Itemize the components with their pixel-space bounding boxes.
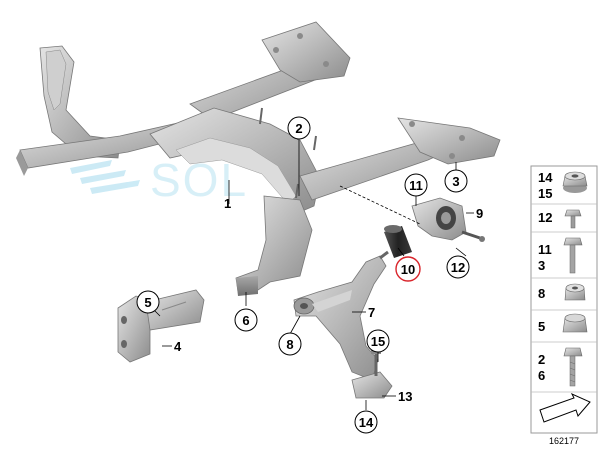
hex-head-bolt-icon xyxy=(562,313,588,333)
legend-row-long-bolt[interactable]: 11 3 xyxy=(538,237,583,274)
callout-9[interactable]: 9 xyxy=(476,206,483,221)
legend-row-threaded-bolt[interactable]: 2 6 xyxy=(538,347,583,387)
callout-3-label: 3 xyxy=(452,174,459,189)
callouts: 1 2 3 5 4 6 7 8 9 10 11 xyxy=(136,116,483,434)
callout-8-label: 8 xyxy=(286,337,293,352)
hex-nut-icon xyxy=(564,283,586,301)
callout-10[interactable]: 10 xyxy=(395,256,421,282)
legend-row-hex-nut[interactable]: 8 xyxy=(538,283,586,301)
legend-row-nut-flanged[interactable]: 14 15 xyxy=(538,170,588,201)
callout-7[interactable]: 7 xyxy=(368,305,375,320)
legend-label-14: 14 xyxy=(538,170,553,185)
legend-label-3: 3 xyxy=(538,258,545,273)
legend-label-15: 15 xyxy=(538,186,552,201)
callout-10-highlight-ring xyxy=(395,256,421,282)
legend-label-6: 6 xyxy=(538,368,545,383)
watermark-text: SOL xyxy=(150,154,248,206)
legend-label-5: 5 xyxy=(538,319,545,334)
callout-12-label: 12 xyxy=(451,260,465,275)
part-7-drawing xyxy=(293,250,389,381)
callout-15-label: 15 xyxy=(371,334,385,349)
callout-11-label: 11 xyxy=(409,178,423,193)
callout-15[interactable]: 15 xyxy=(366,329,390,353)
fastener-legend: 14 15 12 11 3 xyxy=(530,165,598,434)
subframe-drawing xyxy=(16,21,501,296)
legend-label-11: 11 xyxy=(538,242,552,257)
callout-4[interactable]: 4 xyxy=(174,339,182,354)
diagram-id: 162177 xyxy=(549,436,579,446)
legend-label-2: 2 xyxy=(538,352,545,367)
callout-14-label: 14 xyxy=(359,415,374,430)
callout-10-label: 10 xyxy=(401,262,415,277)
legend-row-hex-head[interactable]: 5 xyxy=(538,313,588,334)
long-bolt-icon xyxy=(563,237,583,274)
callout-8[interactable]: 8 xyxy=(278,332,302,356)
callout-1[interactable]: 1 xyxy=(224,196,231,211)
watermark: SOL xyxy=(70,154,248,206)
front-direction-arrow-icon xyxy=(539,392,591,423)
legend-label-12: 12 xyxy=(538,210,552,225)
callout-3[interactable]: 3 xyxy=(444,169,468,193)
flanged-nut-icon xyxy=(562,171,588,193)
short-bolt-icon xyxy=(564,209,582,229)
bushing-bracket-drawing xyxy=(411,197,485,242)
part-4-drawing xyxy=(117,289,205,363)
callout-12[interactable]: 12 xyxy=(446,255,470,279)
part-10-drawing xyxy=(384,225,412,258)
callout-13[interactable]: 13 xyxy=(398,389,412,404)
legend-label-8: 8 xyxy=(538,286,545,301)
callout-14[interactable]: 14 xyxy=(354,410,378,434)
watermark-arrows-icon xyxy=(70,160,140,194)
legend-row-short-bolt[interactable]: 12 xyxy=(538,209,582,229)
callout-5-label: 5 xyxy=(144,295,151,310)
callout-6-label: 6 xyxy=(242,313,249,328)
threaded-bolt-icon xyxy=(563,347,583,387)
callout-6[interactable]: 6 xyxy=(234,308,258,332)
callout-2[interactable]: 2 xyxy=(287,116,311,140)
callout-2-label: 2 xyxy=(295,121,302,136)
callout-11[interactable]: 11 xyxy=(404,173,428,197)
callout-5[interactable]: 5 xyxy=(136,290,160,314)
